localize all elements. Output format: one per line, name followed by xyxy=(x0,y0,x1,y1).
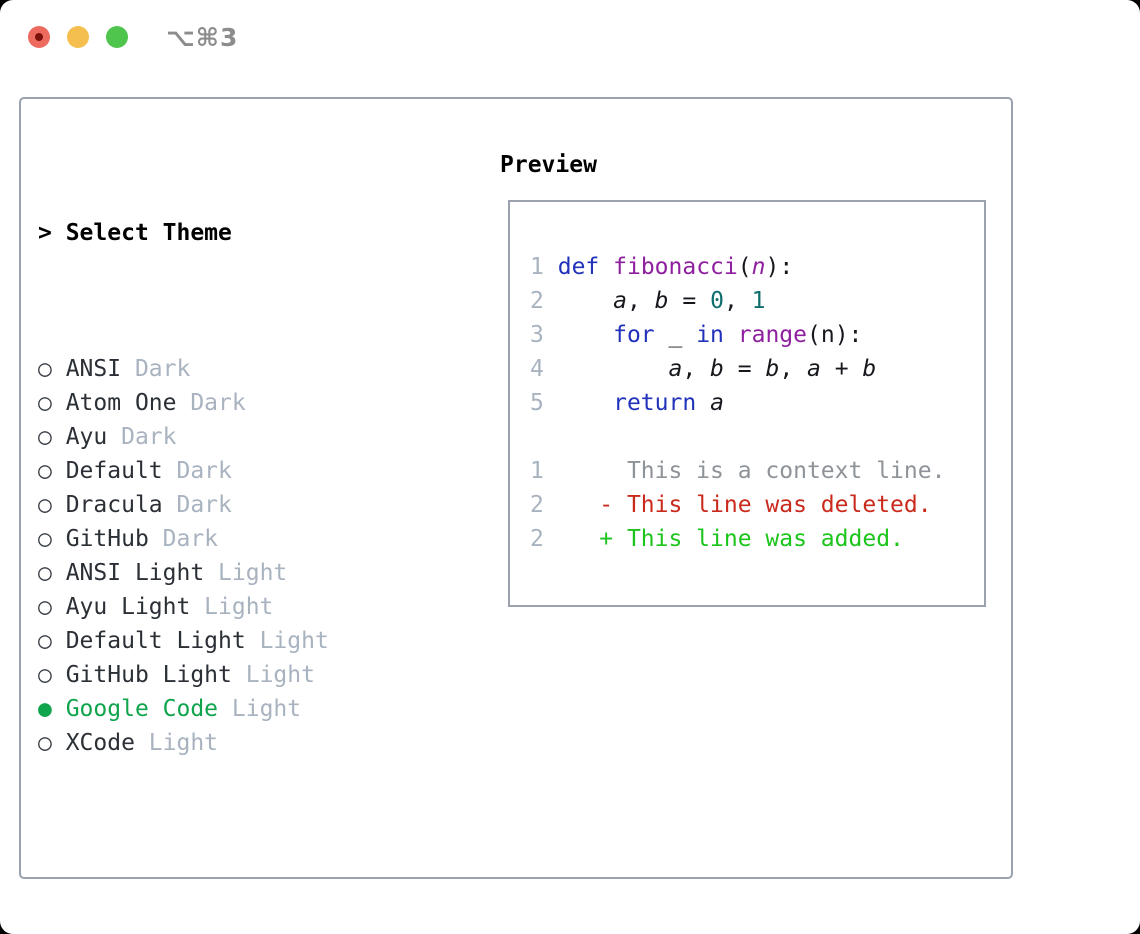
preview-line-8: 2 - This line was deleted. xyxy=(530,492,932,518)
radio-unselected-icon: ○ xyxy=(38,662,52,688)
preview-header: Preview xyxy=(500,152,597,178)
preview-line-5: 5 return a xyxy=(530,390,724,416)
radio-unselected-icon: ○ xyxy=(38,492,52,518)
radio-unselected-icon: ○ xyxy=(38,526,52,552)
radio-unselected-icon: ○ xyxy=(38,628,52,654)
focus-caret: > xyxy=(38,220,66,246)
close-button[interactable] xyxy=(28,26,50,48)
select-theme-header: > Select Theme xyxy=(38,216,426,250)
preview-line-9: 2 + This line was added. xyxy=(530,526,904,552)
preview-line-1: 1 def fibonacci(n): xyxy=(530,254,794,280)
preview-pane: 1 def fibonacci(n): 2 a, b = 0, 1 3 for _ … xyxy=(508,200,986,607)
preview-line-3: 3 for _ in range(n): xyxy=(530,322,863,348)
preview-line-7: 1 This is a context line. xyxy=(530,458,946,484)
keyboard-shortcut-label: ⌥⌘3 xyxy=(166,23,239,52)
spacer xyxy=(38,862,426,896)
preview-line-6 xyxy=(530,420,945,454)
radio-unselected-icon: ○ xyxy=(38,424,52,450)
radio-unselected-icon: ○ xyxy=(38,730,52,756)
preview-line-4: 4 a, b = b, a + b xyxy=(530,356,877,382)
select-theme-title: Select Theme xyxy=(65,220,232,246)
preview-line-2: 2 a, b = 0, 1 xyxy=(530,288,766,314)
radio-unselected-icon: ○ xyxy=(38,390,52,416)
radio-unselected-icon: ○ xyxy=(38,560,52,586)
preview-code-block: 1 def fibonacci(n): 2 a, b = 0, 1 3 for _ … xyxy=(530,250,945,556)
radio-unselected-icon: ○ xyxy=(38,356,52,382)
zoom-button[interactable] xyxy=(106,26,128,48)
radio-unselected-icon: ○ xyxy=(38,458,52,484)
minimize-button[interactable] xyxy=(67,26,89,48)
radio-unselected-icon: ○ xyxy=(38,594,52,620)
radio-selected-icon: ● xyxy=(38,696,52,722)
